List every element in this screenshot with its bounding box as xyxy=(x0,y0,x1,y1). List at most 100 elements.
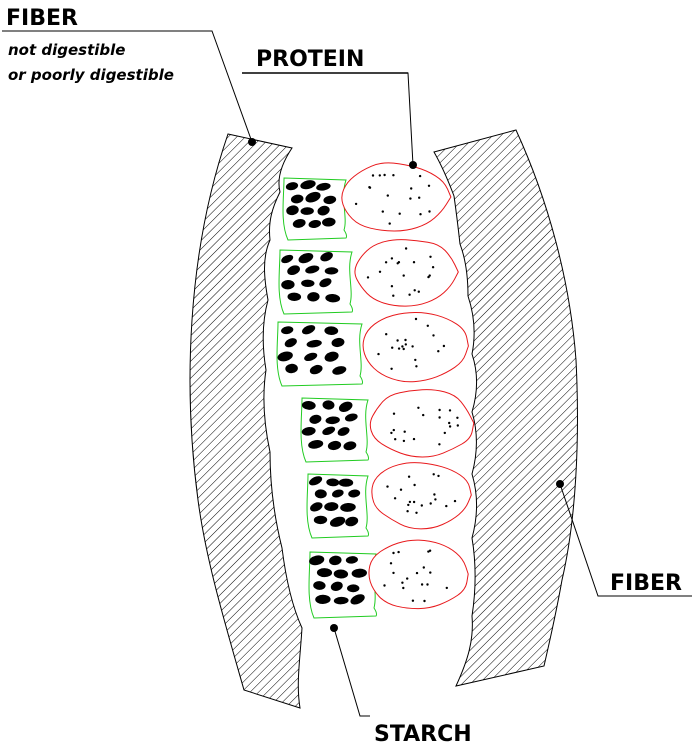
protein-dot xyxy=(423,600,425,602)
protein-dot xyxy=(423,566,425,568)
pointer-dot-fiber-right xyxy=(556,480,564,488)
starch-granule xyxy=(316,204,331,217)
starch-cells xyxy=(276,178,376,618)
protein-dot xyxy=(434,498,436,500)
protein-dot xyxy=(377,353,379,355)
protein-dot xyxy=(438,443,440,445)
protein-dot xyxy=(445,505,447,507)
protein-dot xyxy=(427,325,429,327)
protein-dot xyxy=(385,333,387,335)
protein-dot xyxy=(392,572,394,574)
starch-granule xyxy=(300,207,314,215)
protein-dot xyxy=(415,365,417,367)
protein-dot xyxy=(391,347,393,349)
protein-dot xyxy=(397,551,399,553)
protein-dot xyxy=(421,504,423,506)
starch-granule xyxy=(326,478,339,486)
starch-granule xyxy=(307,439,323,450)
protein-dot xyxy=(427,550,429,552)
protein-dot xyxy=(416,572,418,574)
protein-dot xyxy=(410,187,412,189)
starch-granule xyxy=(304,264,320,274)
protein-dot xyxy=(414,289,416,291)
protein-dot xyxy=(406,577,408,579)
protein-dot xyxy=(405,343,407,345)
protein-body xyxy=(369,540,468,609)
starch-granule xyxy=(285,181,299,191)
fiber-layer-left xyxy=(190,134,302,708)
starch-granule xyxy=(321,425,336,437)
starch-granule xyxy=(303,351,318,362)
starch-granule xyxy=(328,555,342,566)
protein-dot xyxy=(402,587,404,589)
label-protein: PROTEIN xyxy=(256,47,364,72)
protein-dot xyxy=(438,409,440,411)
starch-granule xyxy=(347,584,360,592)
protein-dot xyxy=(413,438,415,440)
protein-dot xyxy=(443,345,445,347)
starch-granule xyxy=(334,569,349,578)
starch-granule xyxy=(327,440,342,451)
protein-dot xyxy=(415,512,417,514)
starch-granule xyxy=(301,279,315,287)
protein-dot xyxy=(390,368,392,370)
protein-dot xyxy=(396,339,398,341)
protein-dot xyxy=(385,261,387,263)
protein-body xyxy=(370,390,474,457)
starch-granule xyxy=(304,190,322,205)
protein-dot xyxy=(428,185,430,187)
starch-granule xyxy=(315,595,331,604)
label-fiber-top: FIBER xyxy=(6,6,78,31)
starch-granule xyxy=(340,502,356,512)
protein-dot xyxy=(422,414,424,416)
protein-dot xyxy=(432,334,434,336)
protein-dot xyxy=(419,213,421,215)
protein-dot xyxy=(429,274,431,276)
protein-dot xyxy=(403,274,405,276)
starch-granule xyxy=(325,416,340,425)
protein-dot xyxy=(355,203,357,205)
starch-granule xyxy=(345,556,358,565)
starch-granule xyxy=(301,323,317,336)
protein-dot xyxy=(404,431,406,433)
starch-granule xyxy=(322,400,335,410)
protein-dot xyxy=(367,276,369,278)
protein-dot xyxy=(398,347,400,349)
starch-granule xyxy=(317,568,332,577)
protein-dot xyxy=(401,582,403,584)
protein-dot xyxy=(415,318,417,320)
starch-granule xyxy=(351,568,367,578)
protein-dot xyxy=(437,475,439,477)
protein-dot xyxy=(392,295,394,297)
starch-granule xyxy=(286,264,302,277)
protein-dot xyxy=(428,210,430,212)
protein-dot xyxy=(429,256,431,258)
protein-dot xyxy=(405,247,407,249)
starch-granule xyxy=(325,293,340,302)
starch-granule xyxy=(331,488,345,499)
starch-granule xyxy=(322,217,336,227)
starch-granule xyxy=(308,219,322,229)
protein-dot xyxy=(399,213,401,215)
protein-dot xyxy=(454,500,456,502)
starch-granule xyxy=(280,325,294,335)
protein-dot xyxy=(390,562,392,564)
protein-dot xyxy=(390,432,392,434)
starch-granule xyxy=(325,267,339,275)
protein-dot xyxy=(379,174,381,176)
starch-granule xyxy=(313,581,326,591)
starch-granule xyxy=(308,414,322,425)
protein-dot xyxy=(368,186,370,188)
protein-dot xyxy=(406,510,408,512)
protein-dot xyxy=(413,501,415,503)
protein-dot xyxy=(419,175,421,177)
protein-dot xyxy=(456,417,458,419)
protein-dot xyxy=(433,473,435,475)
protein-dot xyxy=(392,552,394,554)
protein-dot xyxy=(398,261,400,263)
protein-dot xyxy=(394,438,396,440)
starch-granule xyxy=(330,580,344,592)
starch-granule xyxy=(285,363,299,374)
protein-dot xyxy=(457,424,459,426)
protein-dot xyxy=(444,432,446,434)
